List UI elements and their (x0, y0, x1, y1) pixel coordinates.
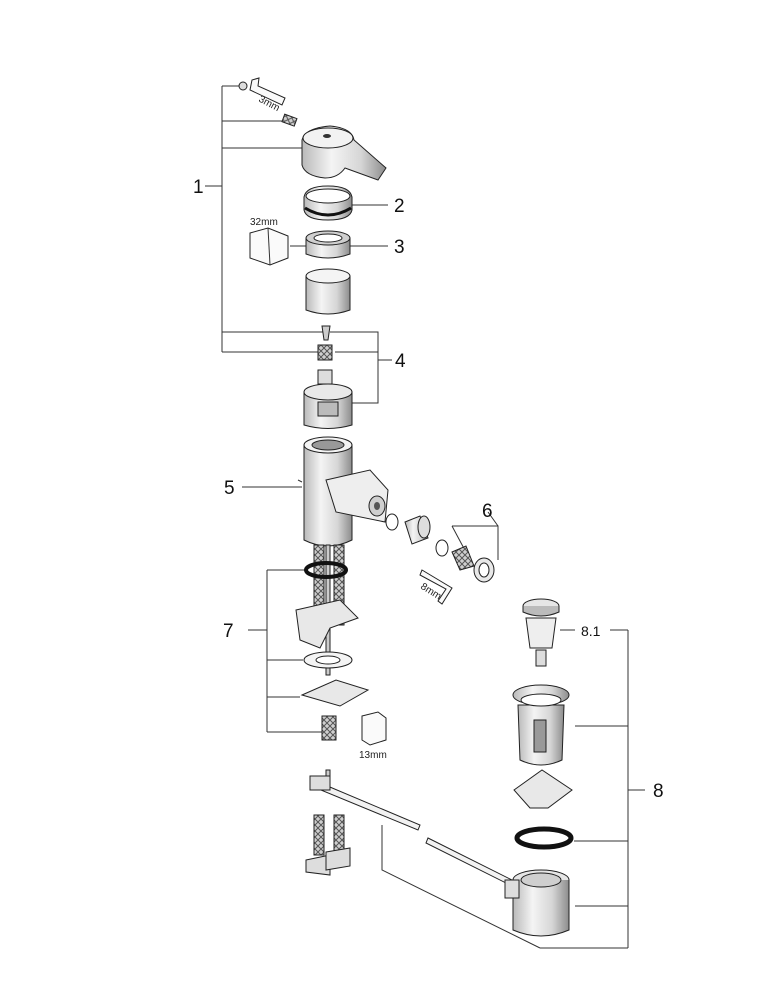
aerator-part (385, 513, 495, 605)
callout-1: 1 (193, 177, 204, 198)
callout-2: 2 (394, 196, 405, 217)
lift-rod-part (305, 775, 521, 890)
faucet-body-part (297, 436, 389, 547)
callout-4: 4 (395, 351, 406, 372)
callout-3: 3 (394, 237, 405, 258)
tool-label-32mm: 32mm (250, 217, 278, 228)
cover-ring-part (303, 185, 353, 221)
sleeve-part (305, 268, 351, 315)
mounting-set-part (295, 561, 387, 785)
tool-label-13mm: 13mm (359, 750, 387, 761)
pop-up-drain-part (504, 598, 574, 937)
callout-8-1: 8.1 (581, 623, 601, 639)
callout-8: 8 (653, 781, 664, 802)
callout-5: 5 (224, 478, 235, 499)
callout-6: 6 (482, 501, 493, 522)
cartridge-nut-part (249, 227, 351, 266)
cartridge-part (303, 325, 353, 429)
callout-7: 7 (223, 621, 234, 642)
callout-labels: 1 2 3 4 5 6 7 8 8.1 (193, 177, 664, 802)
lever-handle-part (238, 77, 387, 181)
